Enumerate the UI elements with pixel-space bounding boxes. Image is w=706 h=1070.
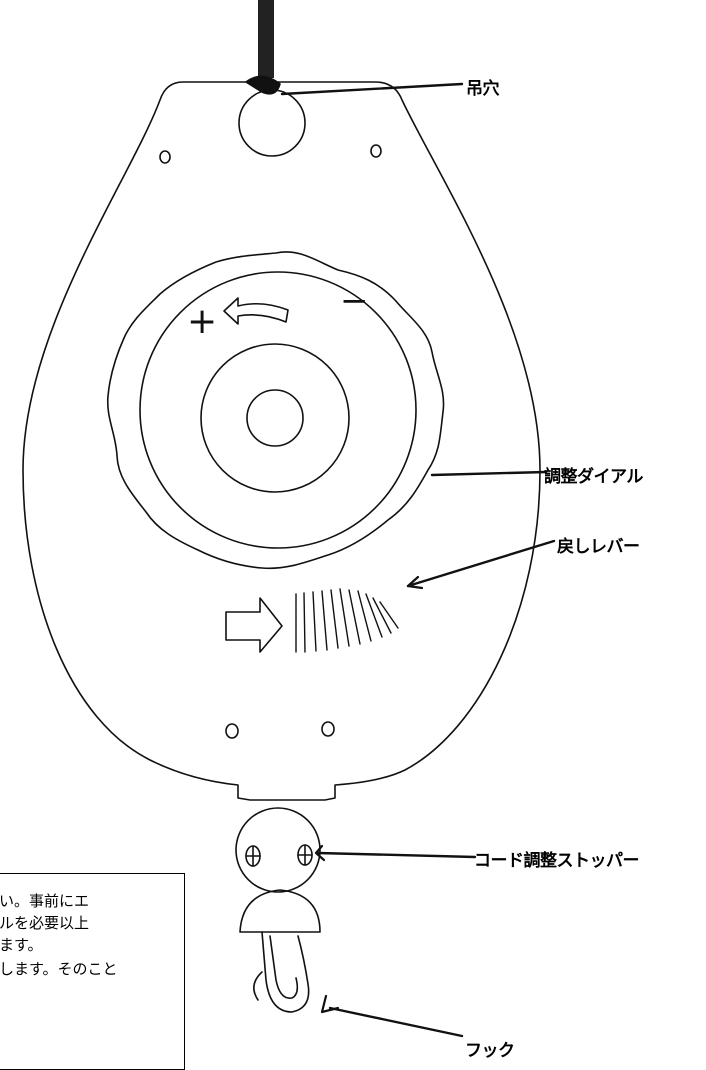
note-box: い。事前にエ ルを必要以上 ます。 します。そのこと bbox=[0, 873, 185, 1070]
leader-lines bbox=[280, 82, 556, 1038]
label-cord-stopper: コード調整ストッパー bbox=[474, 851, 640, 871]
note-line: ます。 bbox=[0, 936, 43, 954]
hook-cap bbox=[239, 889, 321, 933]
lever-arrow-icon bbox=[225, 597, 283, 653]
note-line: ルを必要以上 bbox=[0, 914, 90, 932]
label-hook: フック bbox=[465, 1041, 515, 1061]
dial-plus-mark: + bbox=[187, 301, 217, 342]
dial-inner-ring bbox=[139, 271, 417, 549]
hanging-hole bbox=[238, 89, 306, 157]
mount-hole bbox=[225, 723, 239, 739]
dial-hub-ring bbox=[200, 343, 350, 493]
label-adjust-dial: 調整ダイアル bbox=[544, 467, 643, 487]
top-cable bbox=[258, 0, 274, 78]
return-lever-ridges bbox=[295, 588, 399, 653]
dial-minus-mark: − bbox=[340, 281, 369, 321]
mount-hole bbox=[159, 150, 171, 164]
label-return-lever: 戻しレバー bbox=[557, 537, 640, 557]
dial-center bbox=[246, 389, 304, 447]
note-line: い。事前にエ bbox=[0, 892, 90, 910]
direction-arrow-icon bbox=[223, 297, 289, 325]
mount-hole bbox=[321, 721, 335, 737]
note-line: します。そのこと bbox=[0, 960, 118, 978]
hook-icon bbox=[253, 931, 310, 1013]
cord-stopper bbox=[235, 807, 321, 893]
label-hanging-hole: 吊穴 bbox=[466, 79, 500, 99]
adjust-dial-outer bbox=[106, 251, 445, 570]
mount-hole bbox=[370, 144, 382, 158]
balancer-body bbox=[22, 81, 541, 801]
